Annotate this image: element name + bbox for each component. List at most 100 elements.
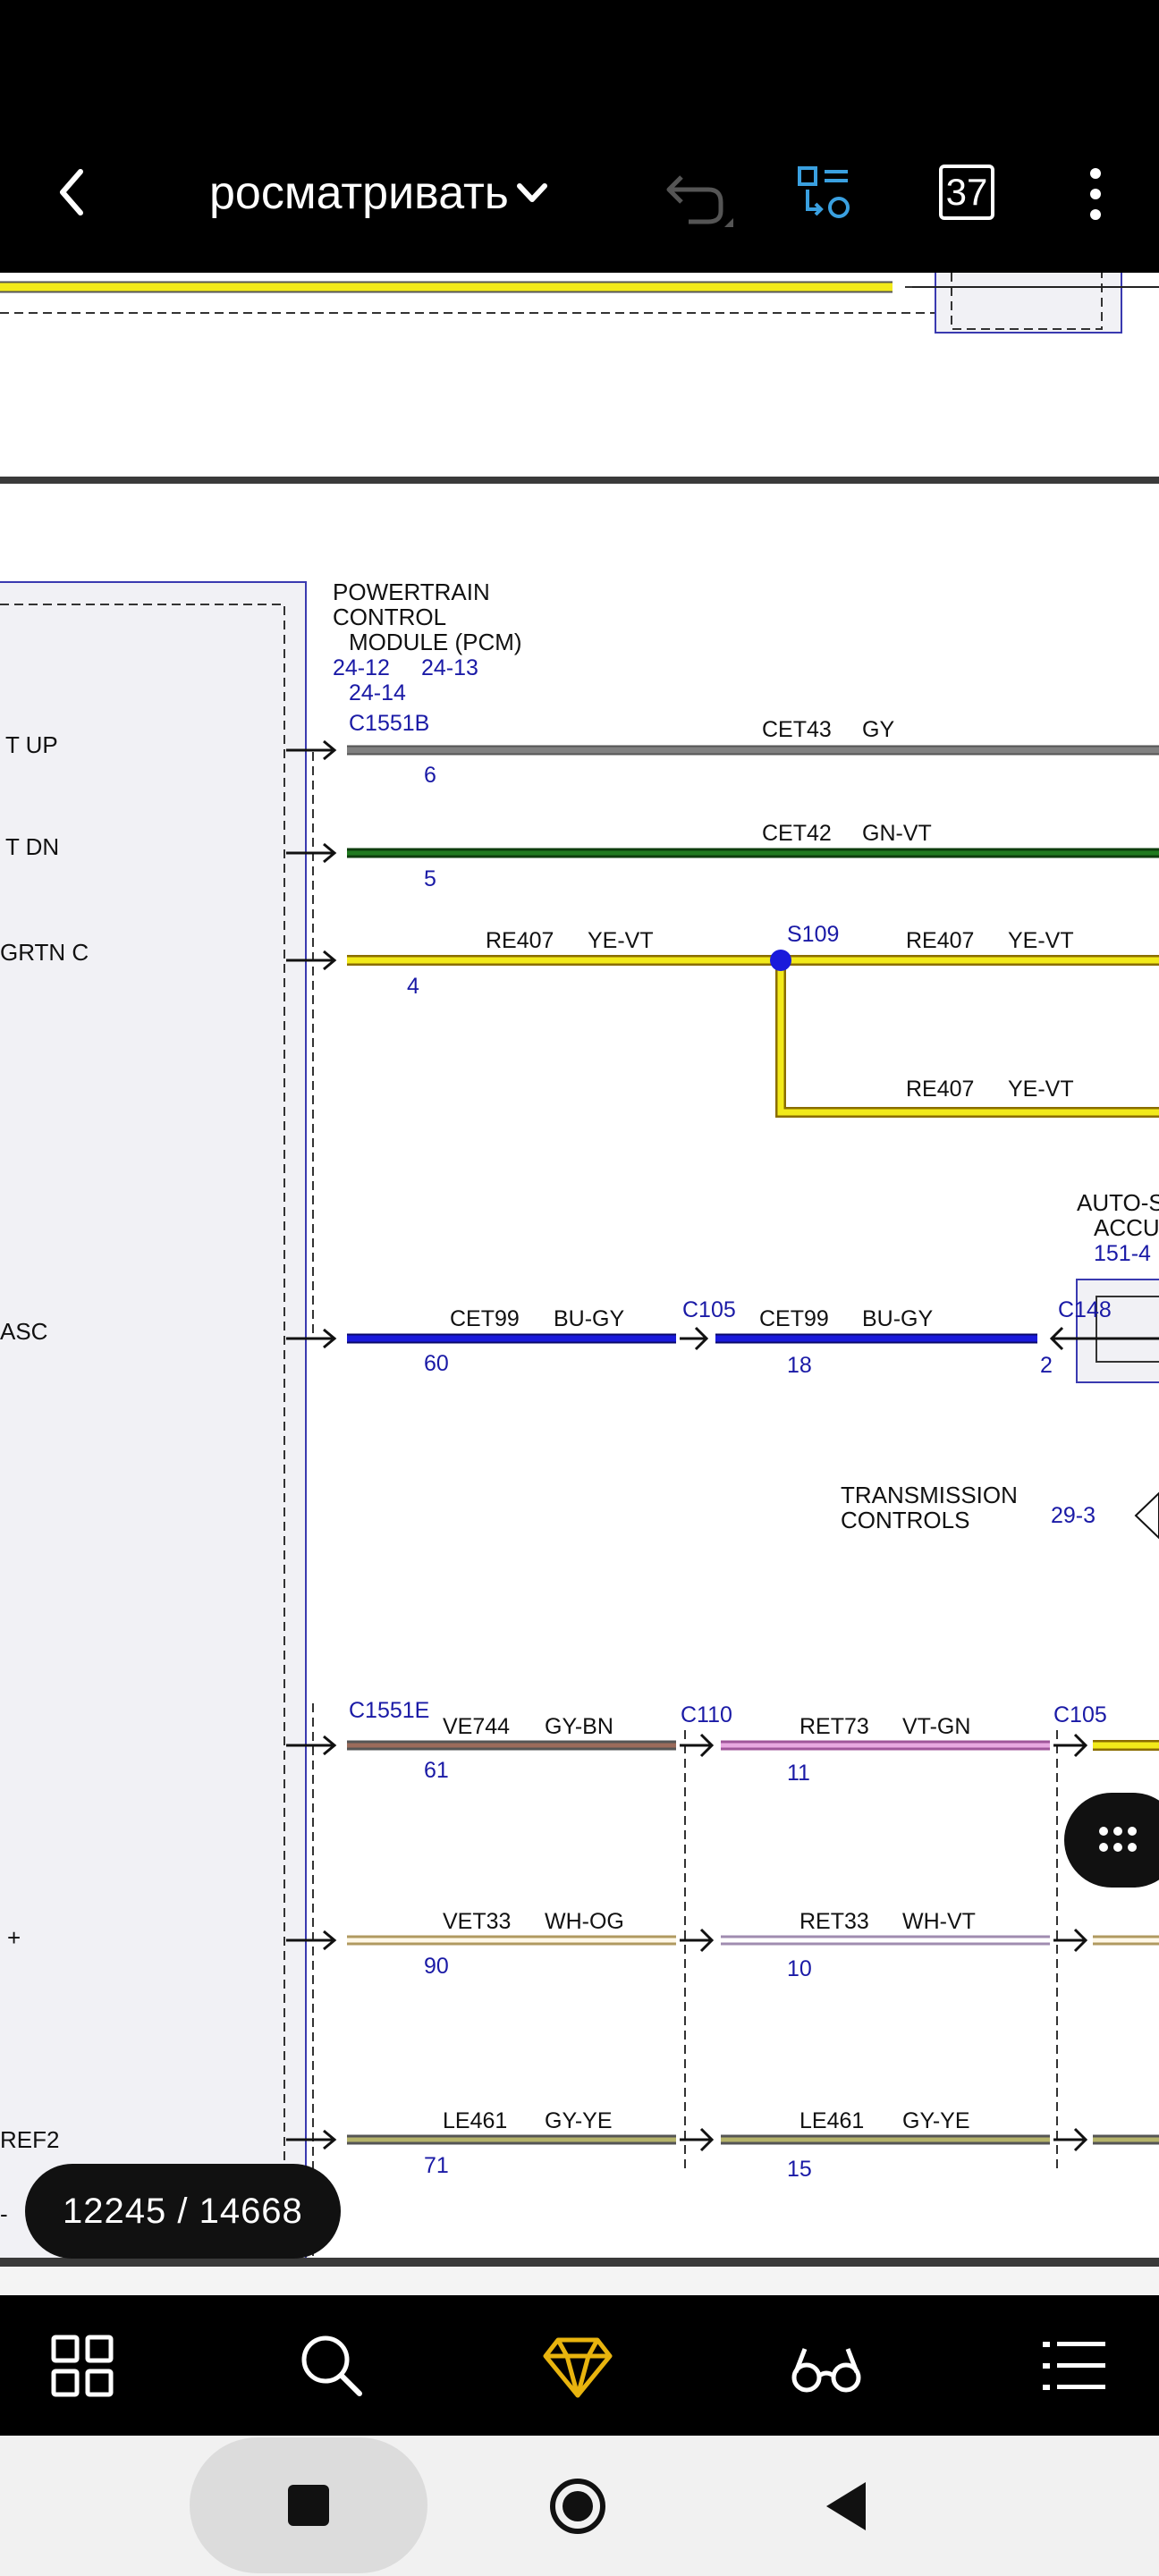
page-badge-text: 37 bbox=[945, 171, 988, 213]
svg-text:RE407: RE407 bbox=[486, 928, 554, 953]
view-mode-dropdown[interactable]: росматривать bbox=[209, 161, 552, 225]
ref-24-14: 24-14 bbox=[349, 680, 406, 705]
svg-text:CONTROLS: CONTROLS bbox=[841, 1507, 969, 1533]
svg-text:RE407: RE407 bbox=[906, 928, 974, 953]
svg-text:T DN: T DN bbox=[5, 833, 59, 860]
grid-icon[interactable] bbox=[50, 2334, 114, 2398]
diamond-icon[interactable] bbox=[542, 2335, 613, 2399]
pin-15: 15 bbox=[787, 2157, 812, 2182]
wire-cet99-color-2: BU-GY bbox=[862, 1306, 934, 1331]
svg-text:151-4: 151-4 bbox=[1094, 1241, 1151, 1266]
pin-label-t-up: T UP bbox=[5, 731, 58, 758]
chevron-down-icon bbox=[516, 183, 547, 202]
page-number-badge[interactable]: 37 bbox=[939, 165, 994, 220]
connector-c105-b: C105 bbox=[1053, 1702, 1107, 1727]
system-navigation-bar bbox=[0, 2436, 1159, 2576]
pin-label-ref2: REF2 bbox=[0, 2126, 59, 2153]
pin-label-minus: - bbox=[0, 2200, 8, 2227]
svg-text:POWERTRAIN: POWERTRAIN bbox=[333, 579, 490, 605]
svg-text:CET43: CET43 bbox=[762, 717, 832, 742]
pin-4: 4 bbox=[407, 974, 419, 999]
pin-label-t-dn: T DN bbox=[5, 833, 59, 860]
top-app-bar: росматривать 37 bbox=[0, 0, 1159, 273]
svg-text:24-13: 24-13 bbox=[421, 655, 478, 680]
svg-text:5: 5 bbox=[424, 866, 436, 891]
svg-text:60: 60 bbox=[424, 1351, 449, 1376]
svg-text:CET42: CET42 bbox=[762, 821, 832, 846]
wire-cet43-circuit: CET43 bbox=[762, 717, 832, 742]
wire-vet33-circuit: VET33 bbox=[443, 1909, 511, 1934]
back-arrow-icon[interactable] bbox=[47, 161, 97, 224]
pin-11: 11 bbox=[787, 1761, 810, 1786]
svg-text:CONTROL: CONTROL bbox=[333, 604, 446, 630]
svg-text:C105: C105 bbox=[682, 1297, 736, 1322]
wiring-diagram-page[interactable]: POWERTRAIN CONTROL MODULE (PCM) 24-12 24… bbox=[0, 273, 1159, 2295]
svg-text:RE407: RE407 bbox=[906, 1077, 974, 1102]
svg-text:+: + bbox=[7, 1924, 21, 1951]
page-counter-text: 12245 / 14668 bbox=[63, 2191, 303, 2231]
bottom-toolbar bbox=[0, 2295, 1159, 2436]
wire-ret73-circuit: RET73 bbox=[799, 1714, 869, 1739]
wire-cet99-circuit-1: CET99 bbox=[450, 1306, 520, 1331]
svg-text:15: 15 bbox=[787, 2157, 812, 2182]
wire-re407-color-3: YE-VT bbox=[1008, 1077, 1074, 1102]
wire-ve744-color: GY-BN bbox=[545, 1714, 613, 1739]
wiring-diagram: POWERTRAIN CONTROL MODULE (PCM) 24-12 24… bbox=[0, 273, 1159, 2295]
svg-text:YE-VT: YE-VT bbox=[1008, 1077, 1074, 1102]
svg-text:24-12: 24-12 bbox=[333, 655, 390, 680]
glasses-icon[interactable] bbox=[789, 2342, 864, 2395]
outline-icon[interactable] bbox=[796, 163, 859, 225]
wire-le461-circuit-1: LE461 bbox=[443, 2108, 507, 2133]
back-triangle-icon[interactable] bbox=[823, 2480, 869, 2532]
svg-text:ACCU: ACCU bbox=[1094, 1214, 1159, 1241]
wire-vet33-color: WH-OG bbox=[545, 1909, 624, 1934]
wire-ret33-color: WH-VT bbox=[902, 1909, 976, 1934]
svg-text:WH-VT: WH-VT bbox=[902, 1909, 976, 1934]
wire-le461-circuit-2: LE461 bbox=[799, 2108, 864, 2133]
svg-text:C1551B: C1551B bbox=[349, 711, 429, 736]
pin-10: 10 bbox=[787, 1956, 812, 1981]
svg-text:10: 10 bbox=[787, 1956, 812, 1981]
wire-ret33-circuit: RET33 bbox=[799, 1909, 869, 1934]
undo-icon[interactable] bbox=[653, 161, 733, 232]
module-title-2: CONTROL bbox=[333, 604, 446, 630]
square-icon bbox=[288, 2485, 329, 2526]
wire-re407-circuit-1: RE407 bbox=[486, 928, 554, 953]
search-icon[interactable] bbox=[297, 2331, 365, 2399]
ref-24-13: 24-13 bbox=[421, 655, 478, 680]
svg-text:WH-OG: WH-OG bbox=[545, 1909, 624, 1934]
wire-cet99-color-1: BU-GY bbox=[554, 1306, 625, 1331]
pin-label-grtn-c: GRTN C bbox=[0, 939, 89, 966]
wire-cet99-circuit-2: CET99 bbox=[759, 1306, 829, 1331]
svg-text:GN-VT: GN-VT bbox=[862, 821, 932, 846]
connector-c110: C110 bbox=[681, 1702, 732, 1727]
auto-label-2: ACCU bbox=[1094, 1214, 1159, 1241]
list-icon[interactable] bbox=[1041, 2336, 1107, 2395]
svg-text:LE461: LE461 bbox=[799, 2108, 864, 2133]
auto-ref: 151-4 bbox=[1094, 1241, 1151, 1266]
home-button[interactable] bbox=[547, 2476, 608, 2537]
wire-cet42-circuit: CET42 bbox=[762, 821, 832, 846]
svg-text:24-14: 24-14 bbox=[349, 680, 406, 705]
page-counter: 12245 / 14668 bbox=[25, 2164, 341, 2259]
svg-text:61: 61 bbox=[424, 1758, 449, 1783]
svg-text:ASC: ASC bbox=[0, 1318, 47, 1345]
svg-text:TRANSMISSION: TRANSMISSION bbox=[841, 1482, 1018, 1508]
svg-text:BU-GY: BU-GY bbox=[862, 1306, 934, 1331]
grip-dots-icon bbox=[1099, 1827, 1137, 1852]
wire-ret73-color: VT-GN bbox=[902, 1714, 970, 1739]
svg-text:YE-VT: YE-VT bbox=[588, 928, 654, 953]
recents-button[interactable] bbox=[190, 2437, 427, 2573]
wire-le461-color-2: GY-YE bbox=[902, 2108, 970, 2133]
auto-label-1: AUTO-S bbox=[1077, 1189, 1159, 1216]
wire-cet42-color: GN-VT bbox=[862, 821, 932, 846]
svg-text:C1551E: C1551E bbox=[349, 1698, 429, 1723]
svg-text:2: 2 bbox=[1040, 1353, 1053, 1378]
svg-text:VE744: VE744 bbox=[443, 1714, 510, 1739]
floating-toolbar-handle[interactable] bbox=[1064, 1793, 1159, 1888]
svg-text:CET99: CET99 bbox=[759, 1306, 829, 1331]
svg-text:T UP: T UP bbox=[5, 731, 58, 758]
more-vertical-icon[interactable] bbox=[1082, 163, 1109, 225]
svg-text:C105: C105 bbox=[1053, 1702, 1107, 1727]
splice-s109-dot bbox=[770, 950, 791, 971]
